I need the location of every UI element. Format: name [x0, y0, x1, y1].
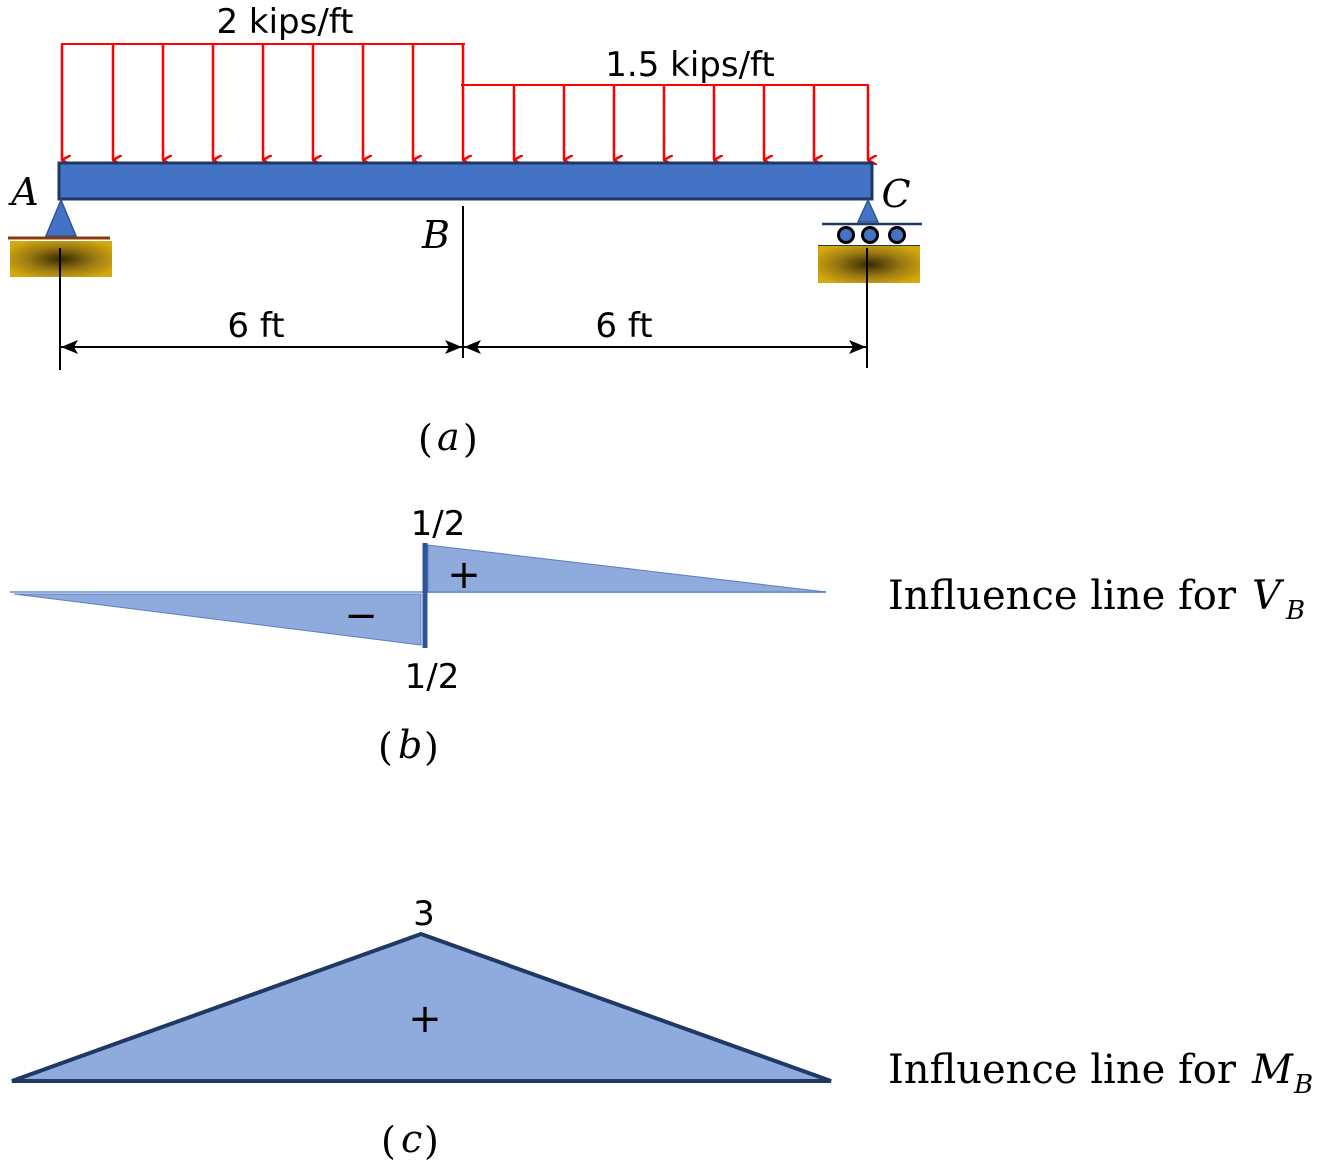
load-left-label: 2 kips/ft: [216, 2, 353, 42]
point-b-label: B: [421, 213, 450, 257]
beam: [57, 161, 874, 201]
caption-b-letter: b: [398, 723, 422, 767]
roller-base: [818, 246, 920, 283]
load-left-arrows: [60, 44, 463, 160]
caption-b-open: (: [378, 725, 393, 769]
figure-b: 1/2 1/2 + − Influence line for V B ( b ): [10, 504, 1305, 769]
caption-b: ( b ): [378, 723, 439, 769]
distributed-load-left: 2 kips/ft: [60, 2, 465, 160]
roller-support-c: [818, 198, 922, 283]
caption-c: ( c ): [381, 1117, 439, 1163]
load-right-arrows: [512, 85, 868, 160]
load-right-label: 1.5 kips/ft: [605, 45, 774, 85]
positive-region: [427, 544, 827, 593]
title-vb: Influence line for V B: [888, 573, 1305, 626]
title-mb-var: M: [1251, 1047, 1294, 1093]
caption-c-close: ): [424, 1119, 439, 1163]
positive-sign: +: [408, 996, 442, 1042]
title-mb: Influence line for M B: [888, 1047, 1313, 1100]
moment-influence-triangle: [11, 931, 832, 1083]
figure-c: 3 + Influence line for M B ( c ): [11, 894, 1313, 1163]
peak-value-label: 3: [413, 894, 435, 934]
pin-triangle: [44, 198, 78, 237]
negative-region: [13, 593, 422, 646]
dim-right-label: 6 ft: [595, 306, 652, 346]
distributed-load-right: 1.5 kips/ft: [461, 45, 869, 160]
title-vb-prefix: Influence line for: [888, 573, 1237, 619]
title-mb-sub: B: [1293, 1070, 1313, 1100]
caption-b-close: ): [424, 725, 439, 769]
point-c-label: C: [881, 172, 910, 216]
roller-wheel: [837, 226, 855, 244]
positive-sign: +: [447, 552, 481, 598]
caption-a-close: ): [463, 417, 478, 461]
title-mb-prefix: Influence line for: [888, 1047, 1237, 1093]
roller-wheel: [861, 226, 879, 244]
bottom-value-label: 1/2: [405, 657, 460, 697]
negative-sign: −: [344, 593, 378, 639]
dim-left-label: 6 ft: [227, 306, 284, 346]
roller-wheel: [888, 226, 906, 244]
caption-a-open: (: [418, 417, 433, 461]
caption-a: ( a ): [418, 415, 478, 461]
dimension-lines: 6 ft 6 ft: [59, 248, 868, 370]
title-vb-var: V: [1252, 573, 1285, 619]
caption-a-letter: a: [437, 415, 460, 459]
caption-c-letter: c: [401, 1117, 422, 1161]
caption-c-open: (: [381, 1119, 396, 1163]
point-a-label: A: [8, 170, 38, 214]
roller-triangle: [856, 198, 880, 223]
figure-a: 2 kips/ft 1.5 kips/ft A C: [8, 2, 922, 461]
title-vb-sub: B: [1285, 596, 1305, 626]
top-value-label: 1/2: [411, 504, 466, 544]
